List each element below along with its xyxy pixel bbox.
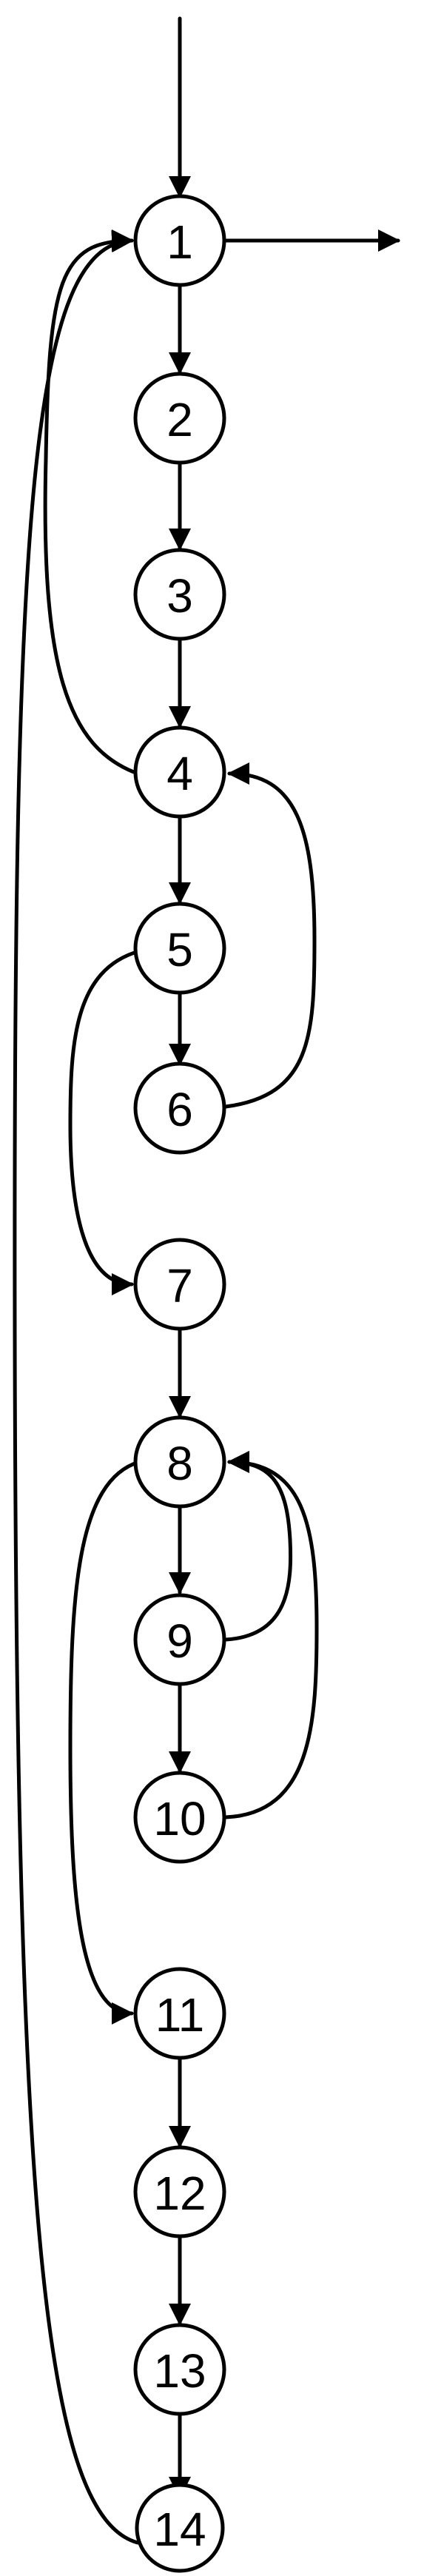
node-3: 3 — [133, 548, 226, 641]
node-5: 5 — [133, 902, 226, 995]
edge-14-1 — [13, 230, 140, 2545]
node-2-label: 2 — [166, 393, 193, 446]
node-9: 9 — [133, 1593, 226, 1686]
node-12-label: 12 — [153, 2167, 206, 2220]
node-7: 7 — [133, 1238, 226, 1331]
edge-9-8 — [223, 1451, 293, 1642]
node-4-label: 4 — [166, 747, 193, 800]
node-5-label: 5 — [166, 923, 193, 976]
node-12: 12 — [133, 2145, 226, 2238]
node-6-label: 6 — [166, 1083, 193, 1136]
edge-5-7 — [68, 949, 141, 1295]
node-11: 11 — [133, 1967, 226, 2060]
node-14-label: 14 — [153, 2503, 206, 2556]
node-13: 13 — [133, 2323, 226, 2416]
node-11-label: 11 — [155, 1988, 204, 2042]
node-6: 6 — [133, 1061, 226, 1155]
node-7-label: 7 — [166, 1259, 193, 1312]
node-3-label: 3 — [166, 569, 193, 623]
node-10: 10 — [133, 1771, 226, 1864]
edge-10-8 — [223, 1451, 319, 1819]
edge-8-11 — [68, 1460, 141, 2025]
node-10-label: 10 — [153, 1792, 206, 1845]
node-1: 1 — [133, 194, 226, 287]
edge-6-4 — [223, 762, 317, 1109]
edges-layer — [13, 16, 400, 2545]
node-2: 2 — [133, 372, 226, 465]
nodes-layer: 1 2 3 4 5 6 7 8 — [133, 194, 226, 2573]
node-8-label: 8 — [166, 1437, 193, 1490]
node-14: 14 — [135, 2483, 225, 2573]
node-9-label: 9 — [166, 1614, 193, 1668]
edge-4-1 — [43, 229, 140, 776]
node-1-label: 1 — [166, 215, 193, 269]
node-8: 8 — [133, 1415, 226, 1509]
node-4: 4 — [133, 725, 226, 819]
node-13-label: 13 — [153, 2344, 206, 2398]
